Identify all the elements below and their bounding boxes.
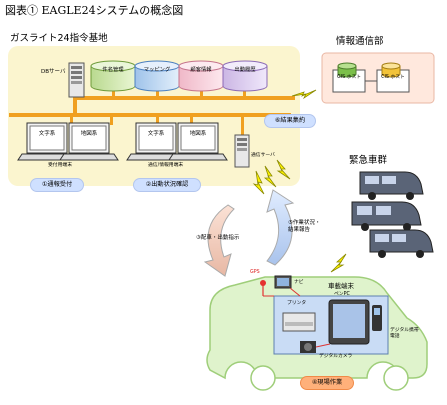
figure-title: 図表① EAGLE24システムの概念図 xyxy=(5,4,184,17)
cis-host-label: CIS ホスト xyxy=(381,75,405,80)
info-dept-label: 情報通信部 xyxy=(336,36,384,47)
vehicles-label: 緊急車群 xyxy=(349,155,388,166)
reception-terminal-caption: 受付用端末 xyxy=(48,163,72,168)
emergency-vehicle-3-icon xyxy=(369,229,434,258)
dispatch-terminal-left-monitor-icon xyxy=(126,122,186,161)
printer-label: プリンタ xyxy=(287,301,307,306)
step-2-badge: ②出動状況確認 xyxy=(133,178,201,192)
dispatch-terminal-caption: 通信/情報用端末 xyxy=(148,163,184,168)
dispatch-terminal-right-monitor-icon xyxy=(168,122,228,161)
database-cylinder-1-icon xyxy=(90,60,136,92)
reception-terminal-left-monitor-icon xyxy=(17,122,77,161)
wireless-link-bolt-icon xyxy=(252,89,347,273)
system-bus-top xyxy=(73,96,295,100)
camera-label: デジタルカメラ xyxy=(319,354,353,359)
digital-camera-icon xyxy=(300,341,316,353)
comm-server-icon xyxy=(234,134,250,168)
dispatch-terminal-screen-1: 文字系 xyxy=(147,131,165,137)
step-1-badge: ①通報受付 xyxy=(30,178,84,192)
cis-host-icon xyxy=(376,62,410,93)
reception-terminal-screen-1: 文字系 xyxy=(38,131,56,137)
base-label: ガスライト24指令基地 xyxy=(10,33,108,44)
database-label-1: 件名管理 xyxy=(102,67,124,73)
gps-label: GPS xyxy=(250,270,260,275)
database-label-3: 顧客情報 xyxy=(190,67,212,73)
digital-phone-label: デジタル携帯電話 xyxy=(390,328,419,339)
report-arrow-icon xyxy=(266,189,295,266)
gis-host-label: GIS ホスト xyxy=(336,75,362,80)
navi-label: ナビ xyxy=(294,280,304,285)
database-cylinder-4-icon xyxy=(222,60,268,92)
step-5-label: ⑤作業状況・結果報告 xyxy=(288,220,321,233)
reception-terminal-right-monitor-icon xyxy=(59,122,119,161)
emergency-vehicle-1-icon xyxy=(359,171,424,200)
dispatch-arrow-icon xyxy=(203,204,235,277)
gps-antenna-icon xyxy=(260,280,266,296)
database-cylinder-2-icon xyxy=(134,60,180,92)
car-terminal-label: 車載端末 xyxy=(328,282,354,290)
step-3-label: ③配車・出動指示 xyxy=(196,235,240,241)
system-bus-bottom xyxy=(9,113,291,117)
database-label-2: マッピング xyxy=(143,67,171,73)
db-server-icon xyxy=(68,62,85,98)
step-4-badge: ④現場作業 xyxy=(300,376,354,390)
emergency-vehicle-2-icon xyxy=(351,201,422,231)
pen-pc-label: ペンPC xyxy=(334,292,350,297)
reception-terminal-screen-2: 地図系 xyxy=(80,131,98,137)
database-label-4: 出動履歴 xyxy=(234,67,256,73)
gis-host-icon xyxy=(332,62,366,93)
comm-server-label: 通信サーバ xyxy=(251,153,275,158)
dispatch-terminal-screen-2: 地図系 xyxy=(189,131,207,137)
db-server-label: DBサーバ xyxy=(41,69,66,75)
step-6-badge: ⑥結果集約 xyxy=(264,114,316,128)
